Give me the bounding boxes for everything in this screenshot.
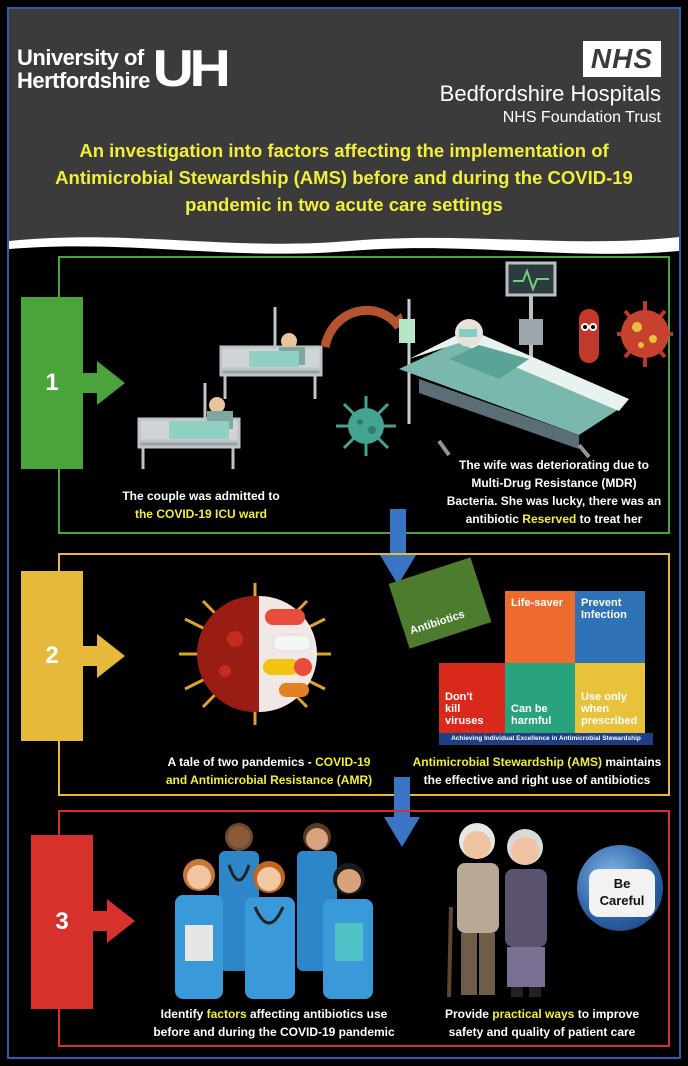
icu-bed-icon: [399, 261, 629, 459]
puzzle-use-only-when-prescribed: Use only when prescribed: [575, 663, 645, 733]
down-arrow-icon: [380, 509, 416, 585]
section-2-arrow-stem: [83, 646, 97, 666]
section-3-left-caption: Identify factors affecting antibiotics u…: [153, 1007, 395, 1039]
section-2-right-caption: Antimicrobial Stewardship (AMS) maintain…: [412, 755, 662, 787]
section-1-number: 1: [21, 297, 83, 469]
section-1-arrow-icon: [97, 361, 125, 405]
germ-monster-icon: [617, 301, 673, 367]
puzzle-can-be-harmful: Can be harmful: [505, 663, 575, 733]
down-arrow-icon: [384, 777, 420, 847]
section-1-right-caption: The wife was deteriorating due to Multi-…: [446, 458, 662, 526]
section-3-number: 3: [31, 835, 93, 1009]
university-logo: University of Hertfordshire UH: [17, 39, 231, 99]
puzzle-dont-kill-viruses: Don't kill viruses: [439, 663, 505, 733]
nhs-subtitle: NHS Foundation Trust: [502, 109, 661, 126]
nhs-badge: NHS: [582, 41, 661, 77]
section-2-number: 2: [21, 571, 83, 741]
poster-frame: University of Hertfordshire UH NHS Bedfo…: [7, 7, 681, 1059]
university-name-line2: Hertfordshire: [17, 68, 150, 93]
puzzle-life-saver: Life-saver: [505, 591, 575, 663]
hospital-beds-icon: [137, 307, 323, 469]
virus-icon: [336, 396, 396, 456]
poster-title: An investigation into factors affecting …: [55, 140, 633, 215]
bacteria-icon: [579, 309, 599, 363]
healthcare-workers-icon: [175, 823, 373, 999]
elderly-couple-icon: [447, 823, 547, 998]
be-careful-mask: Be Careful: [589, 869, 655, 917]
section-1-arrow-stem: [83, 373, 97, 393]
section-3-arrow-icon: [107, 899, 135, 943]
header: University of Hertfordshire UH NHS Bedfo…: [9, 9, 679, 249]
section-3-right-caption: Provide practical ways to improve safety…: [444, 1007, 640, 1039]
covid-pills-icon: [179, 583, 331, 725]
section-3-arrow-stem: [93, 911, 107, 931]
uh-logo-mark: UH: [152, 40, 231, 98]
puzzle-prevent-infection: Prevent Infection: [575, 591, 645, 663]
nhs-logo: NHS Bedfordshire Hospitals NHS Foundatio…: [440, 41, 661, 127]
header-wave: [9, 237, 679, 257]
section-2-left-caption: A tale of two pandemics - COVID-19 and A…: [165, 755, 373, 787]
university-name-line1: University of: [17, 45, 144, 70]
section-2-arrow-icon: [97, 634, 125, 678]
section-1-left-caption: The couple was admitted to the COVID-19 …: [122, 489, 280, 521]
ams-banner: Achieving Individual Excellence in Antim…: [439, 733, 653, 745]
nhs-organisation: Bedfordshire Hospitals: [439, 81, 661, 106]
